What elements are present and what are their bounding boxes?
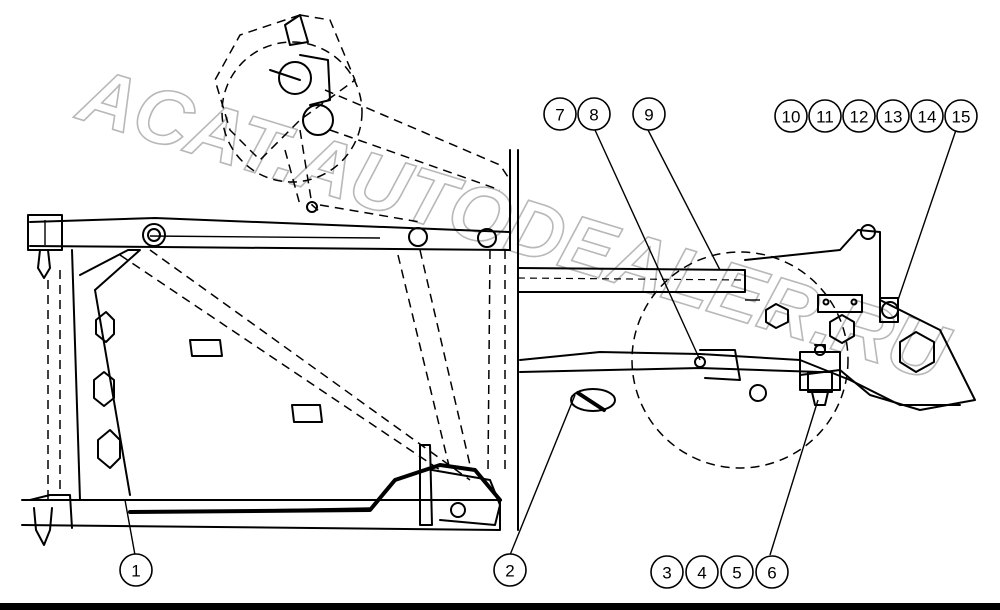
callout-1: 1 (119, 553, 153, 587)
callout-11: 11 (808, 99, 842, 133)
callout-label: 5 (732, 564, 741, 583)
bolt-icon (95, 311, 115, 343)
callout-label: 7 (555, 106, 564, 125)
callout-12: 12 (842, 99, 876, 133)
callout-6: 6 (755, 555, 789, 589)
right-assembly (509, 149, 976, 531)
callout-9: 9 (632, 97, 666, 131)
callout-14: 14 (910, 99, 944, 133)
callout-8: 8 (577, 97, 611, 131)
callout-4: 4 (685, 555, 719, 589)
callout-label: 15 (952, 108, 971, 127)
callout-label: 13 (884, 108, 903, 127)
callout-5: 5 (720, 555, 754, 589)
callout-15: 15 (944, 99, 978, 133)
callout-7: 7 (543, 97, 577, 131)
bottom-border (0, 603, 1000, 610)
left-frame-assembly (21, 14, 511, 546)
bolt-icon (97, 429, 121, 469)
callout-label: 1 (131, 562, 140, 581)
callout-label: 6 (767, 564, 776, 583)
bolt-icon (93, 371, 115, 407)
callout-label: 8 (589, 106, 598, 125)
callout-label: 12 (850, 108, 869, 127)
callout-13: 13 (876, 99, 910, 133)
callout-label: 9 (644, 106, 653, 125)
callout-10: 10 (774, 99, 808, 133)
callout-label: 11 (816, 108, 834, 127)
callout-label: 4 (697, 564, 706, 583)
callout-label: 2 (505, 562, 514, 581)
callout-3: 3 (650, 555, 684, 589)
callout-label: 3 (662, 564, 671, 583)
leader-lines (124, 129, 957, 556)
callout-2: 2 (493, 553, 527, 587)
callout-label: 14 (918, 108, 937, 127)
callouts: 1 2 3 4 5 6 7 8 (119, 97, 978, 589)
callout-label: 10 (782, 108, 801, 127)
